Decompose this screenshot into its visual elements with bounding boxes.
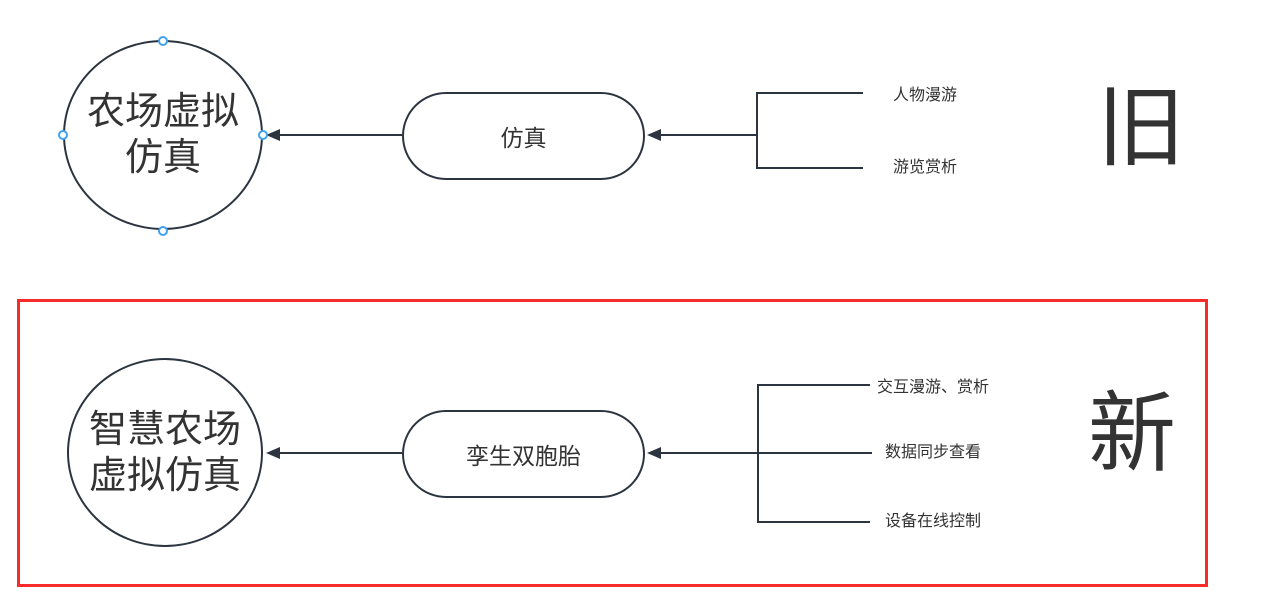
old-circle-label-line2: 仿真 <box>124 137 201 179</box>
new-circle-node[interactable]: 智慧农场 虚拟仿真 <box>67 358 263 547</box>
new-twin-node-label: 孪生双胞胎 <box>466 443 581 469</box>
bracket-old[interactable] <box>756 92 863 169</box>
arrow-new-bracket-to-node[interactable] <box>647 447 872 459</box>
arrow-old-node-to-circle[interactable] <box>266 129 402 141</box>
new-leaf-shuju-tongbu[interactable]: 数据同步查看 <box>885 444 982 461</box>
bracket-new[interactable] <box>757 384 870 523</box>
selection-handle-right[interactable] <box>258 130 268 140</box>
new-leaf-shebei-kongzhi[interactable]: 设备在线控制 <box>885 513 982 530</box>
arrow-old-bracket-to-node[interactable] <box>647 129 757 141</box>
selection-handle-top[interactable] <box>158 36 168 46</box>
new-badge[interactable]: 新 <box>1088 384 1177 483</box>
old-circle-node[interactable]: 农场虚拟 仿真 <box>63 40 263 230</box>
old-badge[interactable]: 旧 <box>1097 78 1186 177</box>
highlight-rect[interactable] <box>17 299 1208 587</box>
new-circle-label-line1: 智慧农场 <box>88 408 241 451</box>
old-sim-node[interactable]: 仿真 <box>402 92 645 180</box>
selection-handle-left[interactable] <box>58 130 68 140</box>
old-leaf-youlan-shangxi[interactable]: 游览赏析 <box>893 159 958 176</box>
selection-handle-bottom[interactable] <box>158 226 168 236</box>
old-leaf-renwu-manyou[interactable]: 人物漫游 <box>893 87 958 104</box>
new-leaf-jiaohu-manyou[interactable]: 交互漫游、赏析 <box>877 379 990 396</box>
old-circle-label-line1: 农场虚拟 <box>86 91 239 133</box>
new-circle-label-line2: 虚拟仿真 <box>88 454 241 497</box>
arrow-new-node-to-circle[interactable] <box>266 447 402 459</box>
old-sim-node-label: 仿真 <box>500 125 547 151</box>
new-twin-node[interactable]: 孪生双胞胎 <box>402 410 645 498</box>
